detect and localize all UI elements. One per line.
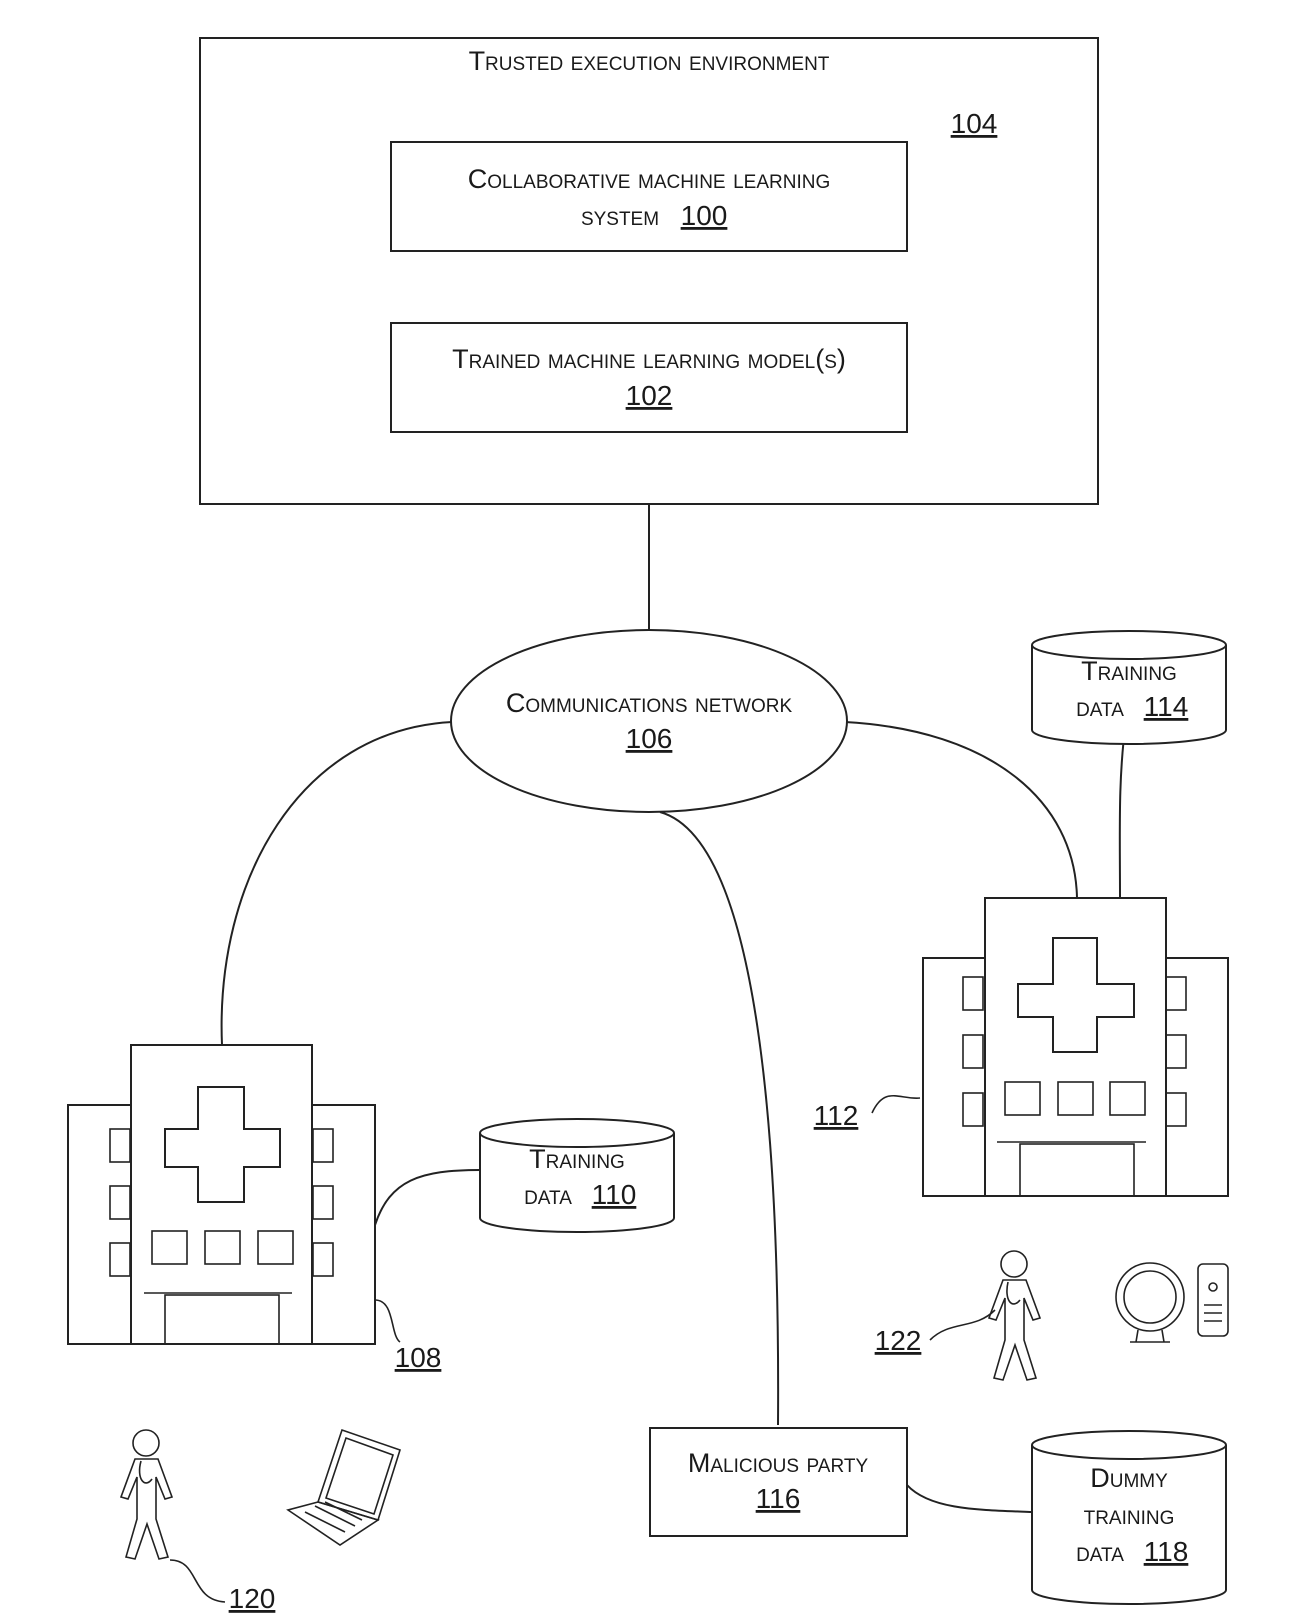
malicious-party-box: Malicious party 116	[650, 1428, 907, 1536]
training114-label-line1: Training	[1081, 656, 1177, 686]
person122-leader-line	[930, 1310, 995, 1340]
training-data-114-cylinder: Training data 114	[1032, 631, 1226, 744]
communications-network: Communications network 106	[451, 630, 847, 812]
person122-ref: 122	[875, 1325, 922, 1356]
clinician-120-icon	[121, 1430, 172, 1559]
network-malicious-connector	[660, 812, 778, 1425]
training114-hospital112-connector	[1120, 720, 1126, 898]
person120-ref: 120	[229, 1583, 276, 1614]
malicious-ref: 116	[756, 1483, 801, 1514]
laptop-icon	[288, 1430, 400, 1545]
tmlm-ref: 102	[626, 380, 673, 411]
hospital112-ref: 112	[814, 1100, 859, 1131]
tee-ref: 104	[951, 108, 998, 139]
training110-label-line1: Training	[529, 1144, 625, 1174]
dummy-label-line1: Dummy	[1090, 1463, 1168, 1493]
collaborative-ml-system-box: Collaborative machine learning system 10…	[391, 142, 907, 251]
dummy-ref: 118	[1144, 1536, 1189, 1567]
hospital-108-icon	[68, 1045, 375, 1344]
dummy-label-line2: training	[1084, 1500, 1175, 1530]
trained-ml-models-box: Trained machine learning model(s) 102	[391, 323, 907, 432]
clinician-122-icon	[989, 1251, 1040, 1380]
network-hospital108-connector	[222, 722, 452, 1045]
dummy-training-data-118-cylinder: Dummy training data 118	[1032, 1431, 1226, 1604]
cmls-ref: 100	[681, 200, 728, 231]
training110-label-line2: data	[524, 1180, 572, 1210]
cmls-label-line2: system	[581, 201, 659, 231]
hospital108-training110-connector	[375, 1170, 480, 1225]
malicious-dummy-connector	[907, 1485, 1032, 1512]
tee-title: Trusted execution environment	[469, 46, 830, 76]
desktop-computer-icon	[1116, 1263, 1228, 1342]
hospital108-leader-line	[375, 1300, 400, 1342]
training114-ref: 114	[1144, 691, 1189, 722]
dummy-label-line3: data	[1076, 1537, 1124, 1567]
hospital108-ref: 108	[395, 1342, 442, 1373]
hospital112-leader-line	[872, 1096, 920, 1113]
trusted-execution-environment: Trusted execution environment 104	[200, 38, 1098, 504]
network-ref: 106	[626, 723, 673, 754]
cmls-label-line1: Collaborative machine learning	[468, 164, 831, 194]
malicious-label-line1: Malicious party	[688, 1448, 869, 1478]
training110-ref: 110	[592, 1179, 637, 1210]
training114-label-line2: data	[1076, 692, 1124, 722]
person120-leader-line	[170, 1560, 225, 1602]
network-label-line1: Communications network	[506, 688, 793, 718]
hospital-112-icon	[923, 898, 1228, 1196]
network-hospital112-connector	[845, 722, 1077, 898]
training-data-110-cylinder: Training data 110	[480, 1119, 674, 1232]
tmlm-label-line1: Trained machine learning model(s)	[452, 344, 846, 374]
